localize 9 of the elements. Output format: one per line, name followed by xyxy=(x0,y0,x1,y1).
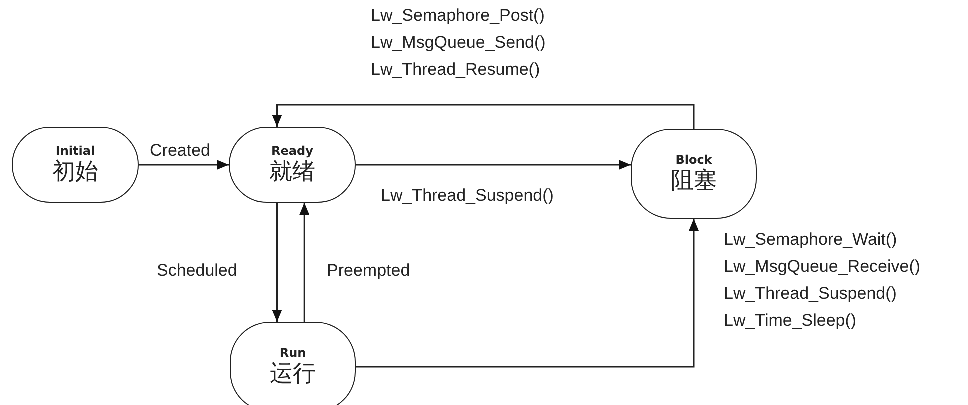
state-label: 就绪 xyxy=(270,158,316,185)
state-box xyxy=(230,322,356,405)
state-label: 初始 xyxy=(52,158,98,185)
state-name: Block xyxy=(676,154,712,168)
state-label: 阻塞 xyxy=(671,167,717,194)
state-name: Initial xyxy=(56,145,96,158)
state-name: Ready xyxy=(272,145,314,158)
state-label: 运行 xyxy=(270,360,316,387)
state-name: Run xyxy=(280,347,306,360)
